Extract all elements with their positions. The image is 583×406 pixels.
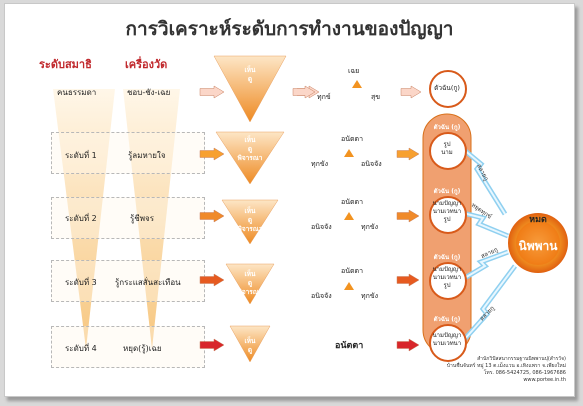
header-level: ระดับสมาธิ — [39, 58, 92, 71]
circle-top-3: ตัวฉัน (กู) — [433, 254, 461, 261]
note-top-2: อนัตตา — [341, 198, 364, 206]
diagram-frame: การวิเคราะห์ระดับการทำงานของปัญญา — [4, 3, 575, 397]
row-level-1: ระดับที่ 1 — [65, 151, 97, 160]
row-box-1 — [51, 132, 205, 174]
arrow-right-1 — [396, 147, 420, 161]
arrow-mid-0 — [292, 85, 316, 99]
note-left-1: ทุกขัง — [311, 160, 329, 168]
footer-line-1: บ้านชื่นจันทร์ หมู่ 13 ต.เม็งแวน อ.เทิงแ… — [446, 363, 566, 369]
sun-top-text: หมด — [529, 215, 547, 225]
footer: สำนักวิปัสสนากรรมฐานนิพพานปุ(สำรวัจ) บ้า… — [406, 356, 566, 384]
arrow-right-4 — [396, 338, 420, 352]
insight-triangle-2 — [221, 199, 279, 245]
note-top-1: อนัตตา — [341, 135, 364, 143]
insight-triangle-3 — [225, 263, 275, 305]
note-right-1: อนิจจัง — [361, 160, 382, 168]
arrow-left-4 — [199, 338, 225, 352]
row-tool-4: หยุด(รู้)เฉย — [123, 344, 162, 353]
self-circle-2 — [429, 196, 467, 234]
arrow-left-1 — [199, 147, 225, 161]
note-top-0: เฉย — [348, 67, 360, 75]
tri-text-0: เห็น ดู — [244, 66, 256, 83]
footer-line-2: โทร. 086-5424725, 086-1967686 — [483, 370, 566, 376]
circle-text-4: นามปัญญา นามเวทนา — [432, 332, 462, 347]
note-right-3: ทุกขัง — [361, 292, 379, 300]
self-circle-3 — [429, 262, 467, 300]
flow-shapes — [199, 55, 518, 363]
lightning-core-2 — [462, 251, 509, 280]
row-tool-2: รู้ชีพจร — [130, 214, 154, 223]
footer-line-0: สำนักวิปัสสนากรรมฐานนิพพานปุ(สำรวัจ) — [477, 356, 566, 362]
arrow-left-0 — [199, 85, 225, 99]
lightning-core-0 — [462, 148, 506, 215]
circle-top-2: ตัวฉัน (กู) — [433, 188, 461, 195]
arrow-extra-0 — [400, 85, 422, 99]
row-box-4 — [51, 326, 205, 368]
insight-triangle-4 — [229, 325, 271, 363]
note-top-3: อนัตตา — [341, 267, 364, 275]
page-title: การวิเคราะห์ระดับการทำงานของปัญญา — [125, 18, 454, 40]
row-box-3 — [51, 260, 205, 302]
tri-text-1: เห็น ดู พิจารณา — [237, 136, 263, 162]
self-circle-0 — [429, 70, 467, 108]
circle-text-3: นามปัญญา นามเวทนา รูป — [432, 266, 462, 289]
small-triangle-1 — [344, 149, 354, 157]
row-tool-3: รู้กระแสสั่นสะเทือน — [115, 278, 181, 287]
small-triangle-0 — [352, 80, 362, 88]
header-tool: เครื่องวัด — [125, 58, 168, 71]
note-left-3: อนิจจัง — [311, 292, 332, 300]
note-right-2: ทุกขัง — [361, 223, 379, 231]
note-left-2: อนิจจัง — [311, 223, 332, 231]
circle-top-4: ตัวฉัน (กู) — [433, 316, 461, 323]
row-level-0: คนธรรมดา — [57, 88, 97, 97]
circle-text-1: รูป นาม — [441, 141, 453, 156]
row-tool-1: รู้ลมหายใจ — [128, 151, 166, 160]
self-circle-1 — [429, 132, 467, 170]
row-box-2 — [51, 197, 205, 239]
row-level-4: ระดับที่ 4 — [65, 344, 97, 353]
row-tool-0: ชอบ-ชัง-เฉย — [127, 88, 171, 97]
circle-top-1: ตัวฉัน (กู) — [433, 124, 461, 131]
circle-text-0: ตัวฉัน(กู) — [434, 84, 460, 92]
lightning-core-3 — [462, 265, 516, 342]
tri-text-2: เห็น ดู พิจารณา — [237, 207, 263, 233]
arrow-left-3 — [199, 273, 225, 287]
note-right-0: สุข — [371, 93, 381, 101]
tri-text-4: เห็น ดู — [244, 337, 256, 354]
insight-triangle-0 — [213, 55, 287, 123]
arrow-right-3 — [396, 273, 420, 287]
lightning-core-1 — [462, 212, 509, 237]
row-level-3: ระดับที่ 3 — [65, 278, 97, 287]
note-left-0: ทุกข์ — [317, 93, 331, 101]
note-main-4: อนัตตา — [335, 341, 364, 351]
small-triangle-3 — [344, 282, 354, 290]
insight-triangle-1 — [215, 131, 285, 185]
tool-beam — [123, 89, 180, 349]
small-triangle-2 — [344, 212, 354, 220]
footer-line-3: www.portee.in.th — [523, 377, 566, 383]
arrow-right-2 — [396, 209, 420, 223]
tri-text-3: เห็น ดู พิจารณา — [237, 270, 263, 296]
level-beam — [53, 89, 115, 349]
circle-text-2: นามปัญญา นามเวทนา รูป — [432, 200, 462, 223]
row-level-2: ระดับที่ 2 — [65, 214, 97, 223]
sun-main-text: นิพพาน — [518, 239, 558, 253]
self-circle-4 — [429, 324, 467, 362]
arrow-left-2 — [199, 209, 225, 223]
